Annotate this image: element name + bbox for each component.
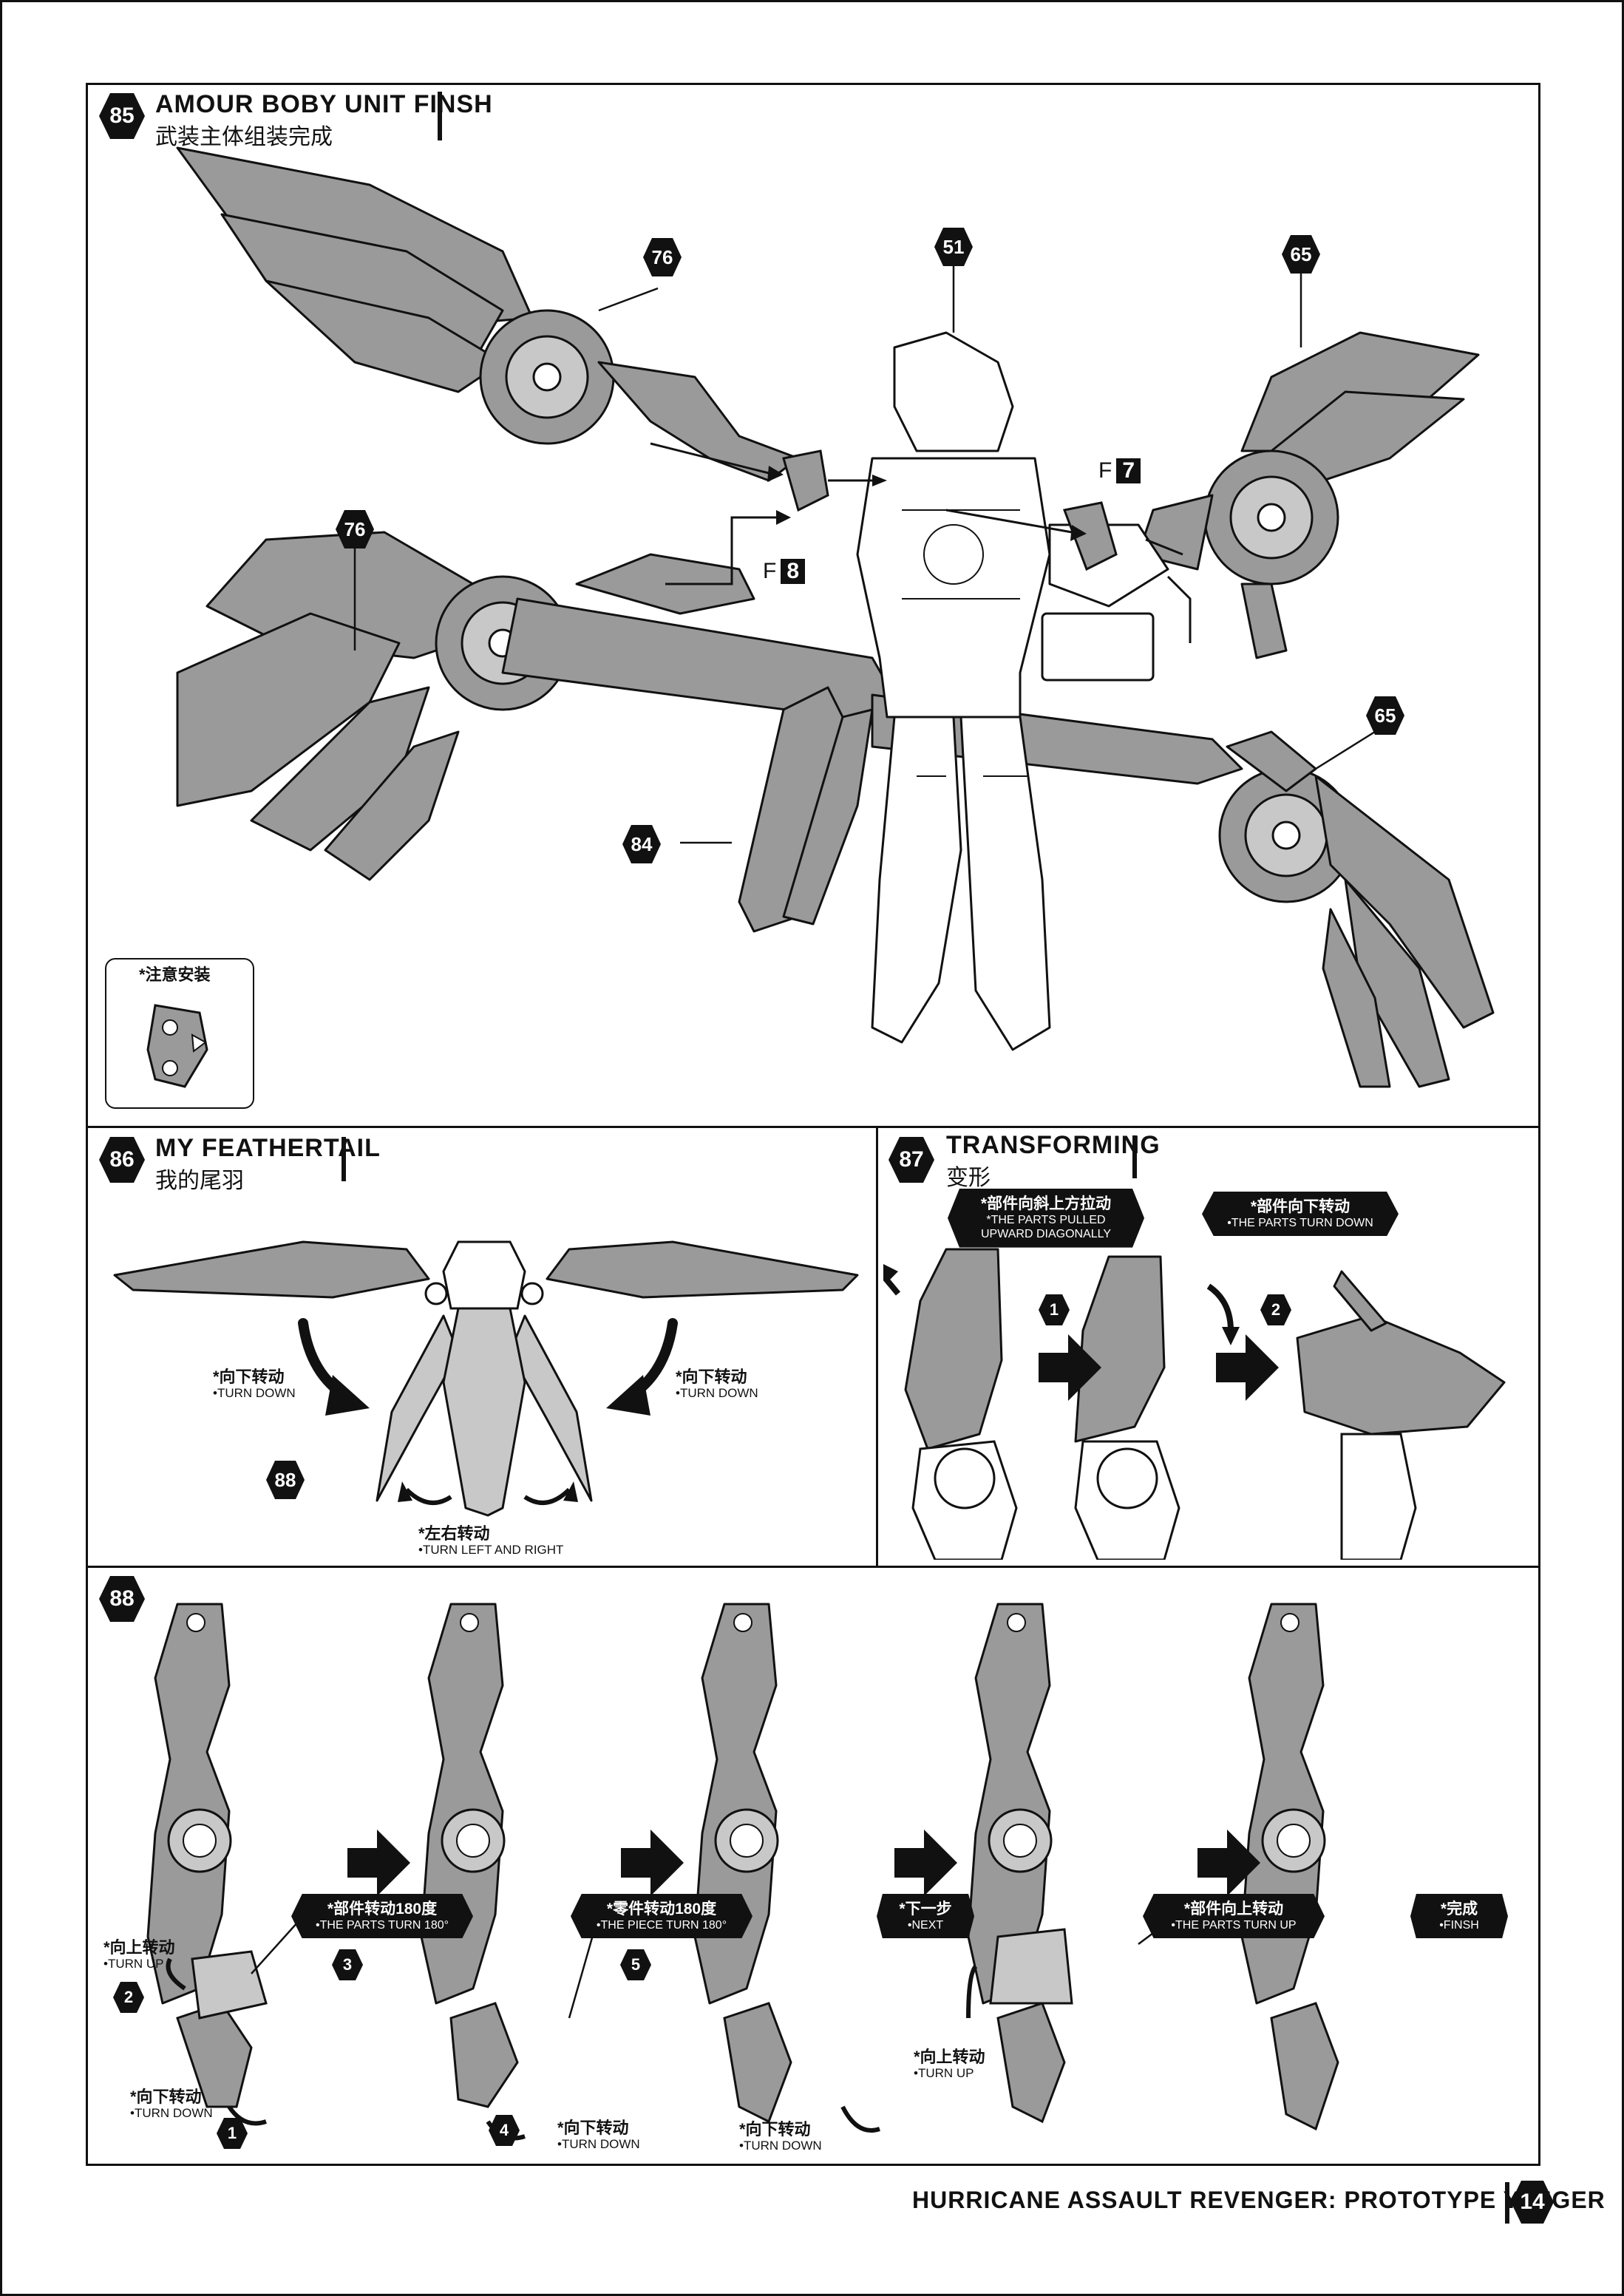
finish-callout: *完成 •FINSH bbox=[1410, 1894, 1508, 1939]
turn-down-right-label: *向下转动 •TURN DOWN bbox=[676, 1368, 758, 1401]
leg-transform-sequence-illustration bbox=[146, 1603, 1339, 2141]
leg-substep-5-badge: 5 bbox=[619, 1949, 652, 1981]
leg-substep-2-badge: 2 bbox=[112, 1981, 145, 2014]
step-88-number-badge: 88 bbox=[98, 1575, 146, 1623]
leg-turn-down-label-1: *向下转动 •TURN DOWN bbox=[130, 2088, 213, 2121]
piece-turn-180-callout: *零件转动180度 •THE PIECE TURN 180° bbox=[571, 1894, 752, 1939]
part-number-65-upper: 65 bbox=[1280, 234, 1322, 275]
title-divider bbox=[438, 92, 442, 140]
leg-substep-3-badge: 3 bbox=[331, 1949, 364, 1981]
substep-1-badge: 1 bbox=[1038, 1294, 1070, 1326]
step-86-title-en: MY FEATHERTAIL bbox=[155, 1134, 381, 1162]
product-title: HURRICANE ASSAULT REVENGER: PROTOTYPE YA… bbox=[912, 2187, 1606, 2213]
part-number-76-lower: 76 bbox=[334, 509, 376, 550]
page-number-badge: 14 bbox=[1509, 2179, 1555, 2225]
leg-turn-down-label-2: *向下转动 •TURN DOWN bbox=[557, 2119, 640, 2152]
page-number: 14 bbox=[1520, 2190, 1545, 2214]
parts-turn-up-callout: *部件向上转动 •THE PARTS TURN UP bbox=[1143, 1894, 1325, 1939]
armour-body-illustration bbox=[176, 146, 1495, 1088]
step-85-number-badge: 85 bbox=[98, 92, 146, 140]
step-85-title-zh: 武装主体组装完成 bbox=[155, 125, 333, 149]
title-divider bbox=[342, 1137, 346, 1181]
transform-sequence-illustration bbox=[883, 1248, 1506, 1560]
step-85-number: 85 bbox=[109, 103, 135, 128]
substep-2-badge: 2 bbox=[1260, 1294, 1292, 1326]
leg-turn-down-label-3: *向下转动 •TURN DOWN bbox=[739, 2120, 822, 2153]
step-88-panel bbox=[86, 1566, 1540, 2166]
step-87-title-en: TRANSFORMING bbox=[946, 1131, 1161, 1159]
part-number-51: 51 bbox=[933, 226, 974, 268]
next-step-callout: *下一步 •NEXT bbox=[877, 1894, 974, 1939]
step-86-title-zh: 我的尾羽 bbox=[155, 1169, 244, 1193]
part-number-76-upper: 76 bbox=[642, 237, 683, 278]
step-87-title-zh: 变形 bbox=[946, 1166, 991, 1190]
leg-turn-up-label-2: *向上转动 •TURN UP bbox=[914, 2048, 985, 2081]
connector-piece-icon bbox=[146, 1004, 208, 1088]
step-85-title-en: AMOUR BOBY UNIT FINSH bbox=[155, 90, 493, 118]
parts-turn-180-callout: *部件转动180度 •THE PARTS TURN 180° bbox=[291, 1894, 473, 1939]
install-note-label: *注意安装 bbox=[139, 965, 211, 984]
leg-substep-4-badge: 4 bbox=[488, 2114, 520, 2147]
turn-down-callout: *部件向下转动 •THE PARTS TURN DOWN bbox=[1202, 1192, 1399, 1237]
install-note-inset bbox=[105, 958, 254, 1109]
step-86-number-badge: 86 bbox=[98, 1135, 146, 1184]
part-number-65-lower: 65 bbox=[1365, 695, 1406, 736]
pull-diagonal-callout: *部件向斜上方拉动 *THE PARTS PULLED UPWARD DIAGO… bbox=[948, 1189, 1144, 1248]
leg-turn-up-label: *向上转动 •TURN UP bbox=[103, 1938, 175, 1971]
step-ref-88-badge: 88 bbox=[265, 1459, 306, 1501]
part-number-84: 84 bbox=[621, 823, 662, 865]
title-divider bbox=[1132, 1135, 1137, 1178]
feathertail-illustration bbox=[113, 1240, 859, 1517]
leg-substep-1-badge: 1 bbox=[216, 2117, 248, 2150]
turn-left-right-label: *左右转动 •TURN LEFT AND RIGHT bbox=[418, 1524, 564, 1558]
footer-divider bbox=[1505, 2182, 1509, 2224]
step-87-number-badge: 87 bbox=[887, 1135, 936, 1184]
turn-down-left-label: *向下转动 •TURN DOWN bbox=[213, 1368, 296, 1401]
